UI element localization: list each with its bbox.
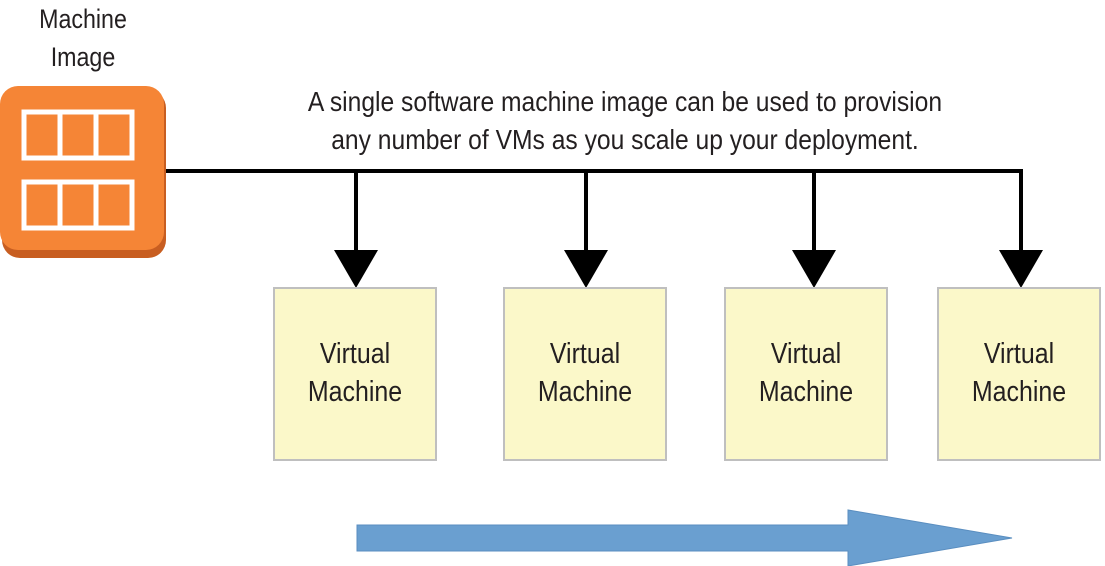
virtual-machine-label: Virtual Machine bbox=[737, 335, 875, 411]
machine-image-icon bbox=[0, 86, 166, 258]
caption-line: A single software machine image can be u… bbox=[307, 86, 943, 117]
caption-line: any number of VMs as you scale up your d… bbox=[331, 124, 919, 155]
provision-arrow bbox=[564, 171, 608, 288]
virtual-machine-box: Virtual Machine bbox=[273, 287, 437, 461]
virtual-machine-label: Virtual Machine bbox=[286, 335, 424, 411]
virtual-machine-box: Virtual Machine bbox=[503, 287, 667, 461]
right-arrow-icon bbox=[356, 509, 1013, 566]
caption: A single software machine image can be u… bbox=[247, 83, 1004, 159]
provision-arrow bbox=[792, 171, 836, 288]
machine-image-label-line: Machine bbox=[39, 4, 127, 34]
machine-image-label-line: Image bbox=[50, 42, 116, 72]
virtual-machine-label-line: Virtual bbox=[319, 338, 391, 370]
machine-image-label: Machine Image bbox=[12, 0, 155, 76]
virtual-machine-label: Virtual Machine bbox=[950, 335, 1088, 411]
virtual-machine-label-line: Machine bbox=[307, 376, 403, 408]
provision-arrow bbox=[999, 171, 1043, 288]
virtual-machine-label: Virtual Machine bbox=[516, 335, 654, 411]
virtual-machine-label-line: Machine bbox=[537, 376, 633, 408]
virtual-machine-label-line: Virtual bbox=[770, 338, 842, 370]
virtual-machine-box: Virtual Machine bbox=[937, 287, 1101, 461]
virtual-machine-label-line: Machine bbox=[758, 376, 854, 408]
provision-arrow bbox=[334, 171, 378, 288]
virtual-machine-box: Virtual Machine bbox=[724, 287, 888, 461]
virtual-machine-label-line: Virtual bbox=[983, 338, 1055, 370]
virtual-machine-label-line: Machine bbox=[971, 376, 1067, 408]
virtual-machine-label-line: Virtual bbox=[549, 338, 621, 370]
